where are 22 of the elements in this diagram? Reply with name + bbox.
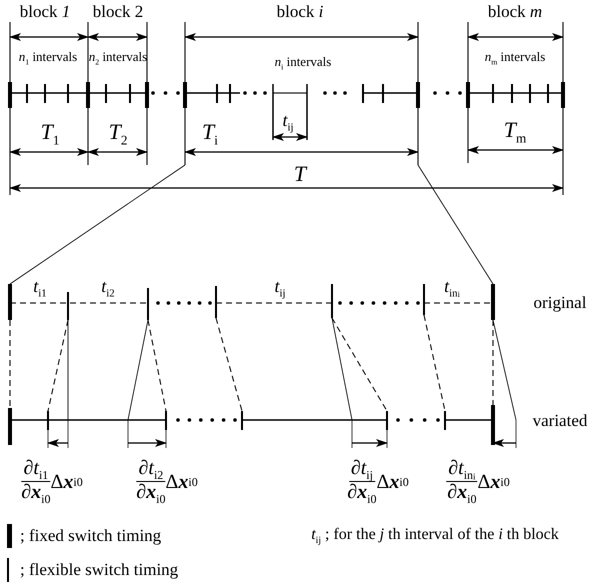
legend-text: ; fixed switch timing [20,526,162,546]
interval-count-label: n$_{2}$ intervals [88,50,148,66]
duration-label: t$_{ij}$ [282,111,294,134]
interval-label: t$_{i1}$ [33,277,47,300]
duration-label: T$_{1}$ [40,121,60,147]
interval-count-label: n$_{1}$ intervals [18,50,78,66]
interval-label: t$_{i2}$ [101,277,115,300]
block-label: block 1 [20,3,70,20]
duration-label: T$_{m}$ [504,119,526,145]
row-label: variated [532,412,588,429]
interval-count-label: n$_{i}$ intervals [274,55,332,72]
note-text: t$_{ij}$ ; for the j th interval of the i th block [311,527,559,546]
row-label: original [534,294,586,311]
duration-label: T$_{i}$ [202,121,218,147]
interval-label: t$_{ij}$ [274,277,286,300]
block-label: block 2 [92,3,144,20]
duration-label: T [294,163,306,185]
duration-label: T$_{2}$ [108,121,128,147]
interval-count-label: n$_{m}$ intervals [484,50,546,66]
legend-text: ; flexible switch timing [20,560,178,580]
block-label: block i [276,3,324,20]
block-label: block m [488,3,542,20]
